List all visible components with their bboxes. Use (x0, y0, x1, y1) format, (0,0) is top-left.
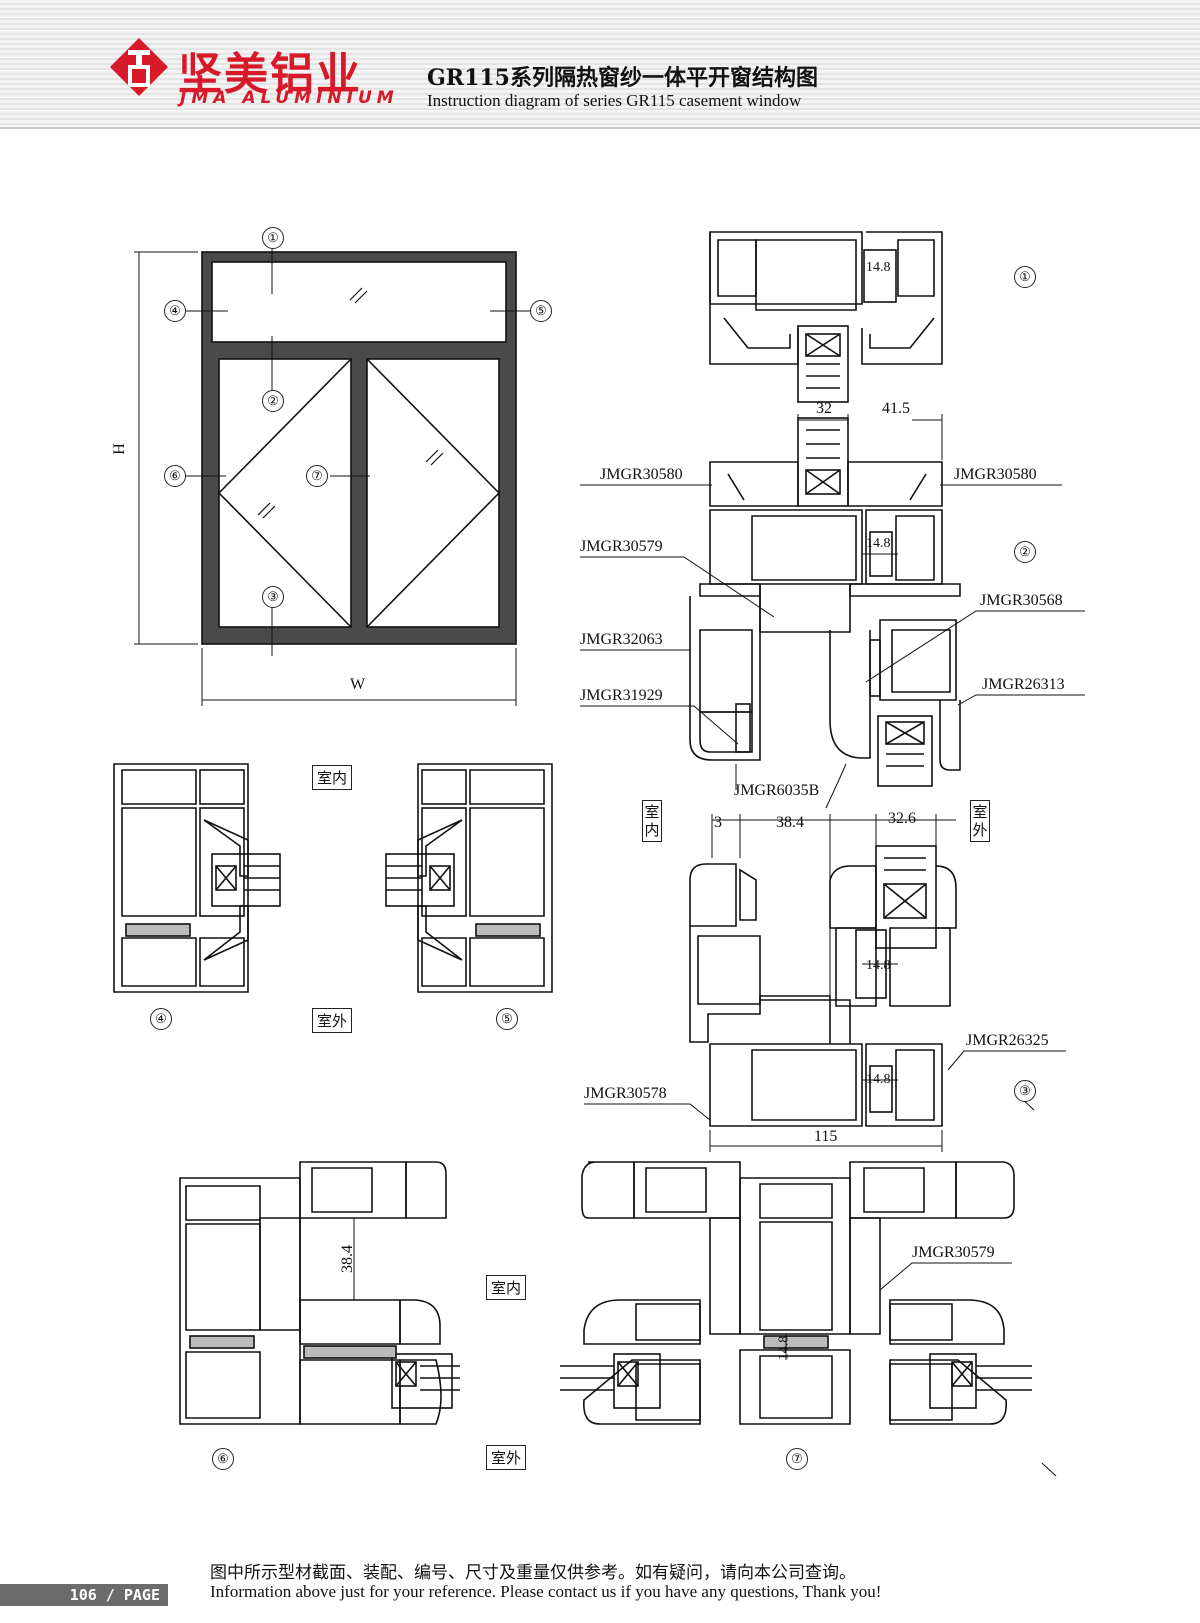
marker-2: ② (262, 390, 284, 412)
header-divider (0, 127, 1200, 129)
height-label: H (110, 443, 128, 455)
profile-jmgr30579-b: JMGR30579 (912, 1244, 995, 1261)
page-header (0, 0, 1200, 128)
dim-32: 32 (816, 400, 832, 417)
section-marker-6: ⑥ (212, 1448, 234, 1470)
section-marker-2: ② (1014, 541, 1036, 563)
profile-jmgr30579: JMGR30579 (580, 538, 663, 555)
profile-jmgr30580-right: JMGR30580 (954, 466, 1037, 483)
dim-14-8-s3a: 14.8 (866, 958, 891, 973)
dim-41-5: 41.5 (882, 400, 910, 417)
indoor-char-1: 室 (644, 803, 660, 821)
marker-7: ⑦ (306, 465, 328, 487)
dim-14-8-s1: 14.8 (866, 260, 891, 275)
section-2-profile (689, 414, 961, 787)
outdoor-char-1: 室 (972, 803, 988, 821)
outdoor-label-s45: 室外 (312, 1008, 353, 1033)
section-marker-5: ⑤ (496, 1008, 518, 1030)
section-6-profile (179, 1161, 460, 1425)
dim-3: 3 (714, 814, 722, 831)
page-title-cn: GR115系列隔热窗纱一体平开窗结构图 (427, 65, 818, 91)
marker-1: ① (262, 227, 284, 249)
section-marker-4: ④ (150, 1008, 172, 1030)
page-title-en: Instruction diagram of series GR115 case… (427, 91, 802, 110)
brand-name-en: JMA ALUMINIUM (180, 88, 399, 108)
section-4-profile (113, 763, 281, 993)
outdoor-char-2: 外 (972, 821, 988, 839)
footer-note-en: Information above just for your referenc… (210, 1582, 882, 1601)
section-marker-1: ① (1014, 266, 1036, 288)
marker-5: ⑤ (530, 300, 552, 322)
dim-14-8-s7: 14.8 (776, 1335, 792, 1361)
dim-14-8-s2: 14.8 (866, 536, 891, 551)
outdoor-label-s3: 室外 (970, 800, 990, 842)
indoor-char-2: 内 (644, 821, 660, 839)
outdoor-label-s67: 室外 (486, 1445, 527, 1470)
section-marker-3: ③ (1014, 1080, 1036, 1102)
profile-jmgr26313: JMGR26313 (982, 676, 1065, 693)
indoor-label-s3: 室内 (642, 800, 662, 842)
dim-115: 115 (814, 1128, 838, 1145)
footer-note-cn: 图中所示型材截面、装配、编号、尺寸及重量仅供参考。如有疑问，请向本公司查询。 (210, 1563, 856, 1583)
brand-name-cn: 坚美铝业 (178, 49, 362, 100)
profile-jmgr26325: JMGR26325 (966, 1032, 1049, 1049)
dim-38-4-s6: 38.4 (339, 1245, 356, 1273)
dim-32-6: 32.6 (888, 810, 916, 827)
brand-logo-icon (110, 38, 168, 96)
width-label: W (350, 676, 366, 693)
dim-14-8-s3b: 14.8 (866, 1072, 891, 1087)
profile-jmgr32063: JMGR32063 (580, 631, 663, 648)
profile-jmgr30578: JMGR30578 (584, 1085, 667, 1102)
section-marker-7: ⑦ (786, 1448, 808, 1470)
marker-3: ③ (262, 586, 284, 608)
section-3-profile (689, 814, 957, 1152)
indoor-label-s45: 室内 (312, 765, 353, 790)
section-5-profile (385, 763, 553, 993)
profile-jmgr6035b: JMGR6035B (734, 782, 820, 799)
section-1-profile (709, 231, 943, 403)
page-number: 106 / PAGE (0, 1584, 168, 1606)
indoor-label-s67: 室内 (486, 1275, 527, 1300)
marker-4: ④ (164, 300, 186, 322)
dim-38-4-s3: 38.4 (776, 814, 804, 831)
section-7-profile (560, 1161, 1032, 1425)
marker-6: ⑥ (164, 465, 186, 487)
profile-jmgr30580-left: JMGR30580 (600, 466, 683, 483)
profile-jmgr31929: JMGR31929 (580, 687, 663, 704)
profile-jmgr30568: JMGR30568 (980, 592, 1063, 609)
window-elevation (134, 246, 530, 706)
